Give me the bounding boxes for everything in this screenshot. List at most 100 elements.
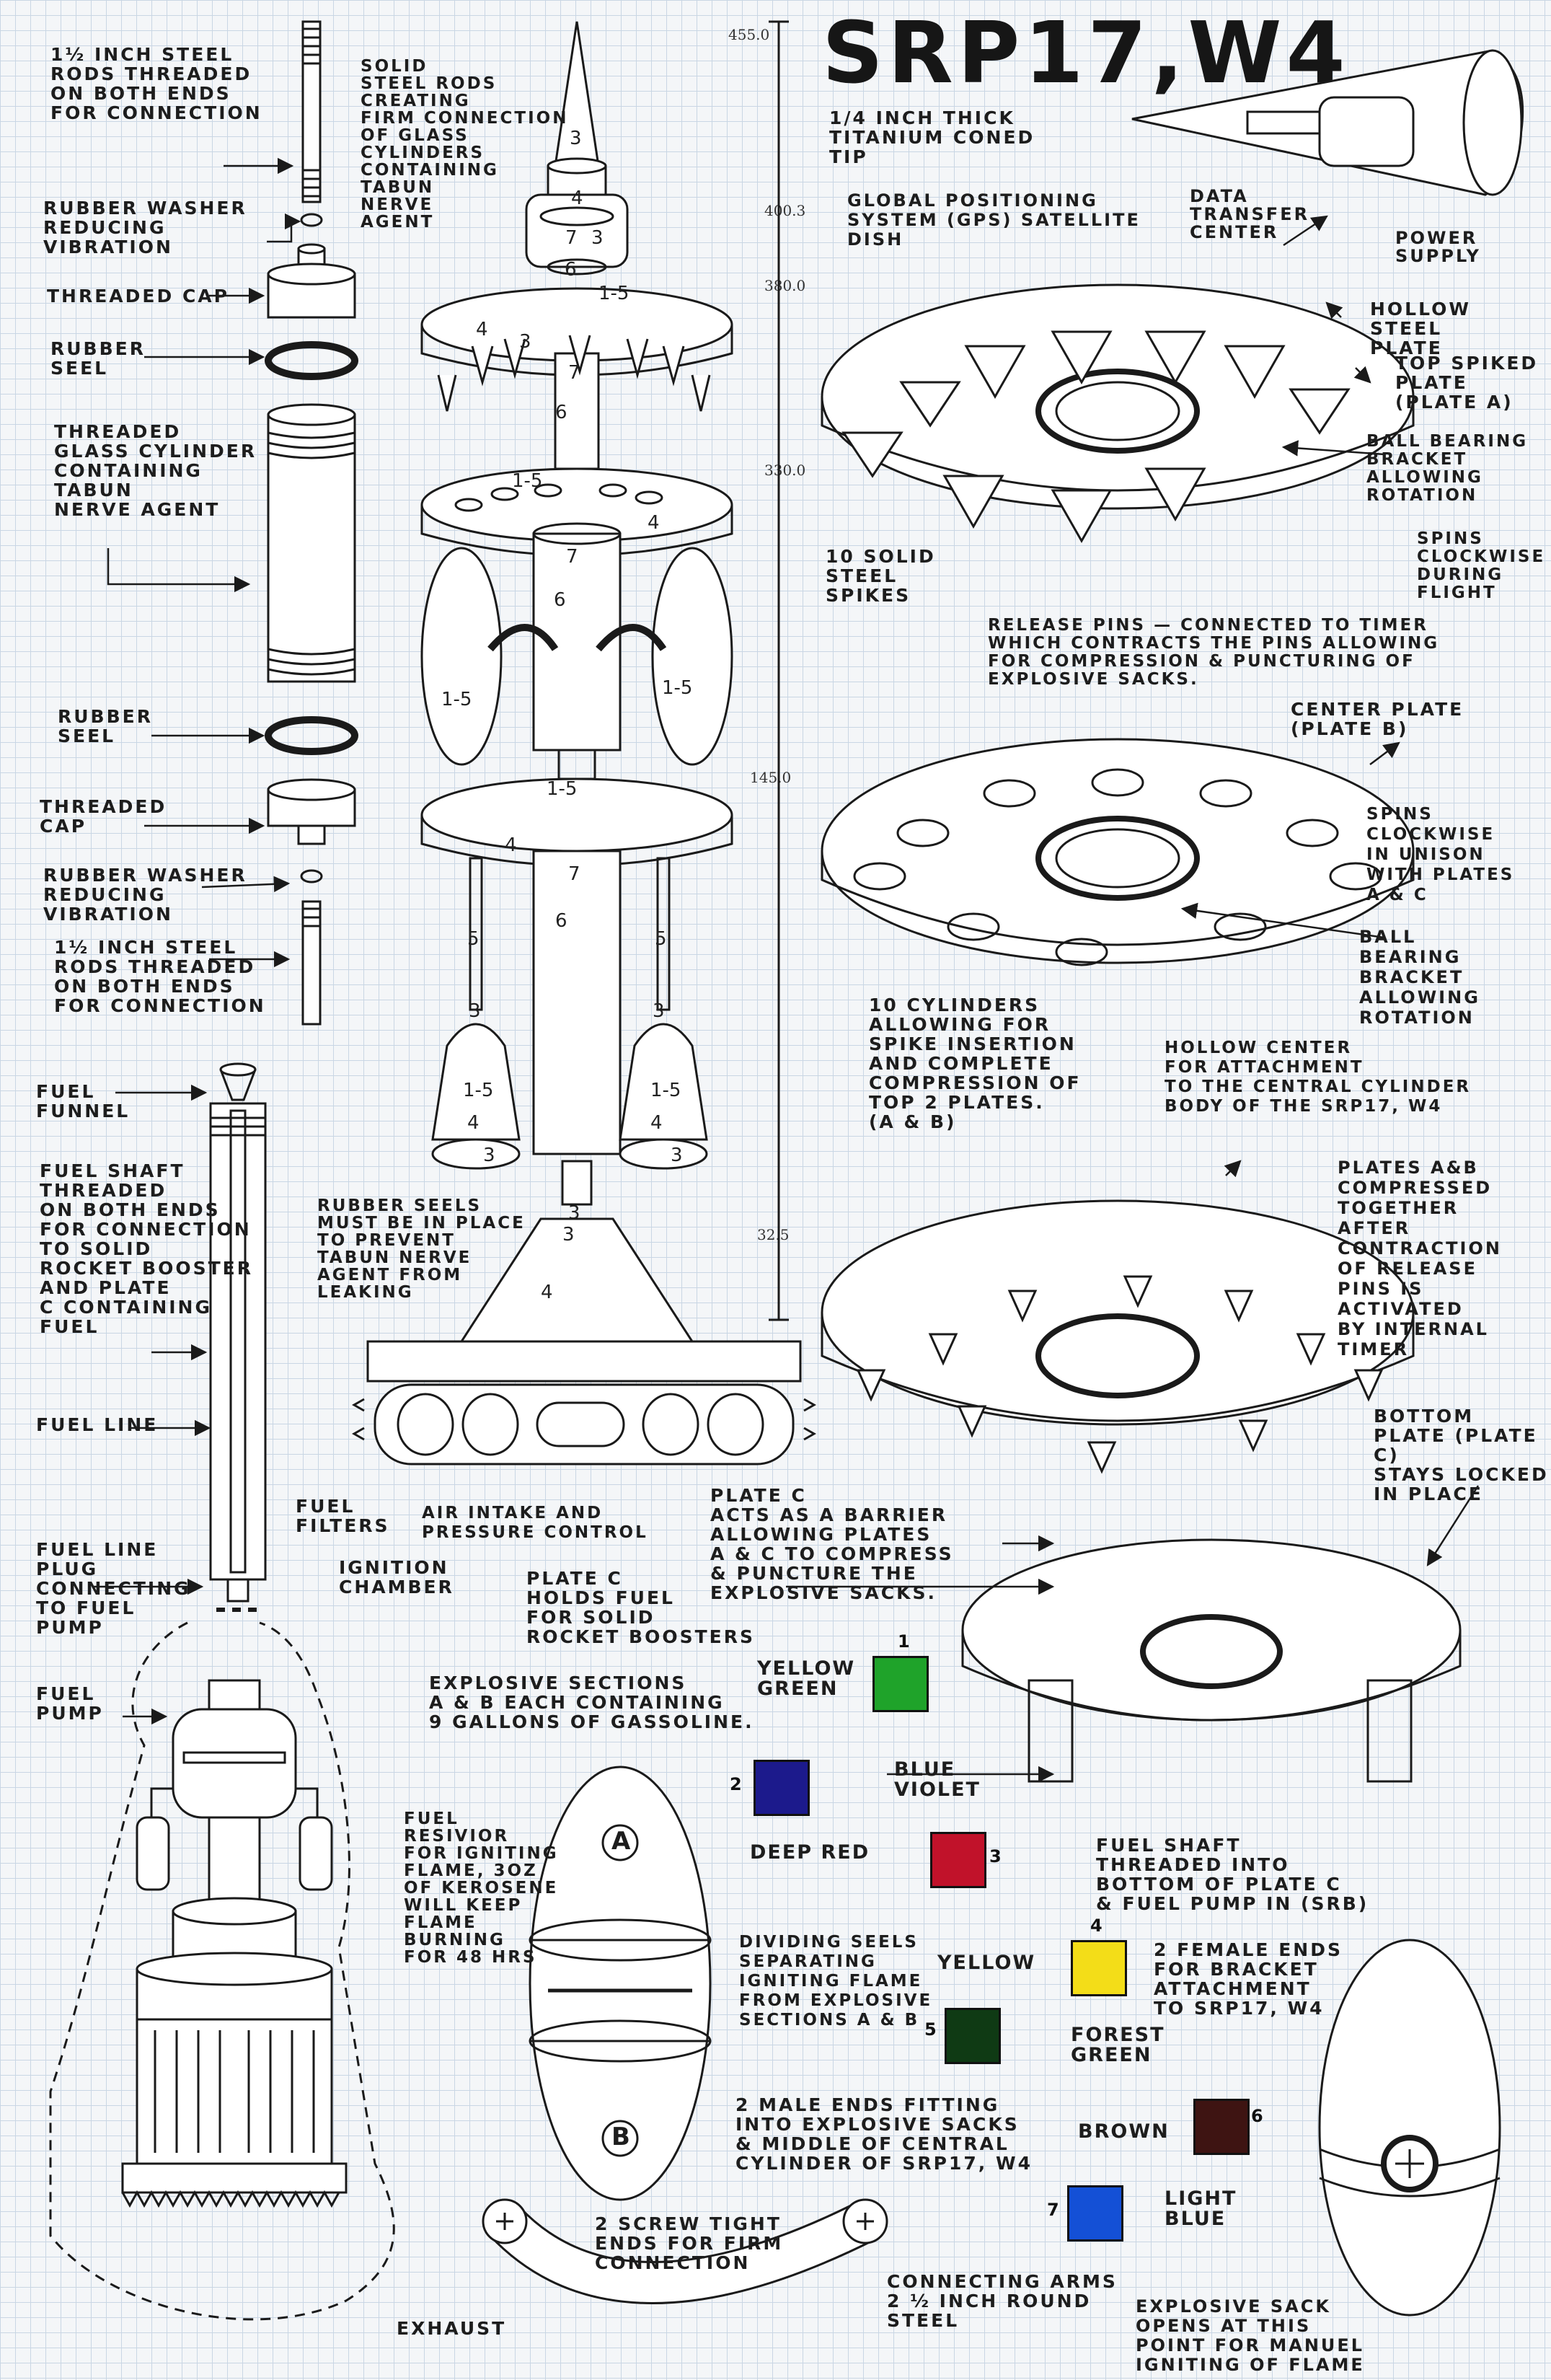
- svg-text:3: 3: [591, 227, 604, 249]
- label-rubber-seels-note: Rubber seels must be in place to prevent…: [317, 1196, 526, 1302]
- color-name-4: Yellow: [937, 1952, 1036, 1974]
- svg-text:4: 4: [505, 834, 517, 856]
- svg-text:1-5: 1-5: [441, 689, 472, 710]
- label-seel-top: Rubber seel: [50, 338, 146, 379]
- plates-ab-compressed: [821, 1199, 1415, 1474]
- label-coned-tip: 1/4 inch thick titanium coned tip: [829, 107, 1035, 167]
- label-ball-bearing-a: Ball bearing bracket allowing rotation: [1366, 432, 1529, 505]
- label-spins-a: Spins clockwise during flight: [1417, 529, 1546, 602]
- svg-text:3: 3: [653, 1000, 665, 1022]
- washer-top: [300, 213, 323, 227]
- svg-text:6: 6: [554, 589, 566, 611]
- svg-text:6: 6: [565, 259, 577, 281]
- label-cap-bottom: Threaded cap: [40, 796, 167, 837]
- svg-text:1-5: 1-5: [512, 470, 542, 492]
- plate-a-side: [420, 287, 733, 470]
- label-top-spiked-plate: Top spiked plate (plate A): [1395, 353, 1539, 413]
- plate-a-top: [821, 283, 1415, 544]
- label-data-transfer: Data transfer center: [1190, 186, 1310, 242]
- color-swatch-6: [1193, 2099, 1250, 2155]
- color-name-3: Deep red: [750, 1841, 870, 1864]
- svg-text:3: 3: [570, 128, 582, 149]
- color-number-2: 2: [730, 1774, 742, 1794]
- page-title: SRP17,W4: [822, 3, 1350, 102]
- scale-mark-455: 455.0: [728, 26, 770, 43]
- color-name-1: Yellow green: [757, 1657, 856, 1700]
- color-swatch-5: [945, 2008, 1001, 2064]
- label-ball-bearing-b: Ball bearing bracket allowing rotation: [1359, 927, 1480, 1028]
- label-fuel-line-plug: Fuel line plug connecting to fuel pump: [36, 1539, 191, 1638]
- label-rod-bottom: 1½ inch steel rods threaded on both ends…: [54, 937, 266, 1016]
- label-release-pins: Release pins — connected to timer which …: [988, 616, 1440, 689]
- label-fuel-pump: Fuel pump: [36, 1683, 104, 1724]
- color-number-6: 6: [1251, 2106, 1263, 2126]
- label-hollow-steel-plate: Hollow steel plate: [1370, 299, 1471, 358]
- label-glass-cyl: Threaded glass cylinder containing tabun…: [54, 421, 257, 520]
- svg-text:5: 5: [655, 928, 667, 950]
- color-swatch-2: [754, 1760, 810, 1816]
- scale-mark-380: 380.0: [764, 277, 806, 294]
- rod-bottom: [301, 900, 322, 1026]
- color-swatch-7: [1067, 2185, 1123, 2242]
- label-washer-top: Rubber washer reducing vibration: [43, 198, 247, 257]
- connecting-arm: [482, 2198, 888, 2304]
- color-name-2: Blue violet: [894, 1758, 981, 1801]
- label-gps: Global positioning system (GPS) satellit…: [847, 190, 1141, 250]
- svg-text:3: 3: [483, 1145, 495, 1166]
- color-swatch-1: [872, 1656, 929, 1712]
- scale-mark-145: 145.0: [750, 769, 792, 786]
- label-ignition-chamber: Ignition chamber: [339, 1557, 454, 1597]
- label-spins-b: Spins clockwise in unison with plates A …: [1366, 805, 1515, 904]
- booster-dashed-outline: [49, 1621, 395, 2321]
- washer-bottom: [300, 869, 323, 883]
- label-fuel-funnel: Fuel funnel: [36, 1081, 131, 1121]
- color-name-6: Brown: [1078, 2120, 1170, 2143]
- svg-text:1-5: 1-5: [463, 1080, 493, 1101]
- svg-text:1-5: 1-5: [662, 677, 692, 699]
- part-number-labels: 3 4 7 3 6 1-5 4 3 7 6 1-5 4 7 6 1-5 1-5 …: [441, 128, 692, 1303]
- nozzle-and-base: [351, 1160, 817, 1466]
- label-explosive-sections: Explosive sections A & B each containing…: [429, 1672, 754, 1732]
- label-cap-top: Threaded cap: [47, 286, 229, 307]
- fuel-line-plug: [216, 1578, 257, 1612]
- label-solid-spikes: 10 solid steel spikes: [826, 546, 936, 606]
- svg-text:7: 7: [568, 362, 580, 384]
- color-name-5: Forest green: [1071, 2024, 1165, 2066]
- label-seel-bottom: Rubber seel: [58, 706, 153, 746]
- label-male-ends: 2 male ends fitting into explosive sacks…: [735, 2094, 1033, 2174]
- label-solid-rods: Solid steel rods creating firm connectio…: [361, 57, 569, 232]
- color-swatch-4: [1071, 1940, 1127, 1996]
- svg-text:3: 3: [671, 1145, 683, 1166]
- scale-mark-32: 32.5: [757, 1226, 790, 1243]
- svg-text:6: 6: [555, 402, 567, 423]
- label-fuel-line: Fuel line: [36, 1414, 159, 1435]
- label-hollow-center: Hollow center for attachment to the cent…: [1165, 1039, 1472, 1116]
- label-fuel-shaft-plate: Fuel shaft threaded into bottom of plate…: [1096, 1835, 1369, 1914]
- svg-text:3: 3: [562, 1224, 575, 1246]
- ignition-chamber: [121, 1897, 348, 2208]
- fuel-funnel: [219, 1062, 257, 1101]
- svg-text:1-5: 1-5: [650, 1080, 681, 1101]
- svg-text:3: 3: [519, 331, 531, 353]
- nose-cone-detail: [1131, 49, 1524, 196]
- color-name-7: Light blue: [1165, 2187, 1237, 2230]
- explosive-sacks-side: [420, 547, 733, 766]
- leader-lines: [94, 157, 1480, 1783]
- color-swatch-3: [930, 1832, 986, 1888]
- label-fuel-filters: Fuel filters: [296, 1496, 390, 1536]
- svg-text:3: 3: [469, 1000, 481, 1022]
- plate-c-side: [420, 749, 733, 1170]
- svg-text:5: 5: [467, 928, 480, 950]
- label-washer-bottom: Rubber washer reducing vibration: [43, 865, 247, 925]
- scale-mark-400: 400.3: [764, 202, 806, 219]
- glass-cylinder: [267, 403, 356, 683]
- coned-tip-assembly: [525, 21, 629, 276]
- label-section-a: A: [611, 1827, 633, 1856]
- label-plate-c-barrier: Plate C acts as a barrier allowing plate…: [710, 1485, 954, 1603]
- svg-text:1-5: 1-5: [598, 283, 629, 304]
- svg-text:6: 6: [555, 910, 567, 932]
- fuel-shaft: [209, 1102, 267, 1581]
- cap-top: [267, 243, 356, 319]
- svg-text:1-5: 1-5: [547, 778, 577, 800]
